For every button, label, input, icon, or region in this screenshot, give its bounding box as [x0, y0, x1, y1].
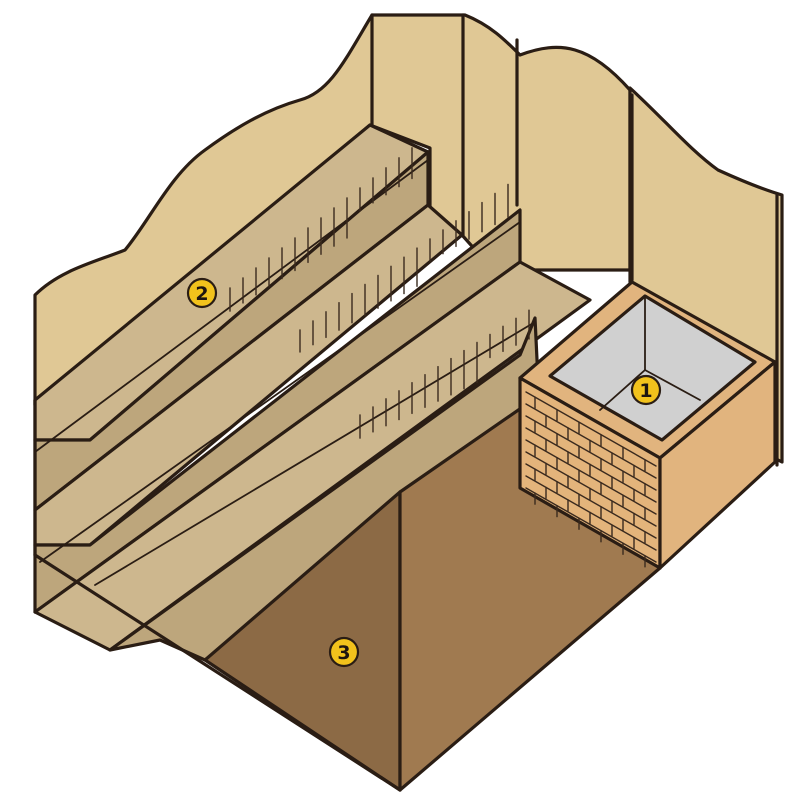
middle-bench-front [33, 208, 522, 614]
left-wall [33, 13, 632, 407]
marker-stove: 1 [630, 374, 662, 406]
stove-stone-basin [548, 294, 757, 442]
marker-bench: 2 [186, 277, 218, 309]
marker-floor: 3 [328, 636, 360, 668]
svg-text:1: 1 [639, 380, 652, 402]
svg-text:2: 2 [195, 283, 208, 305]
svg-text:3: 3 [337, 642, 350, 664]
bench-slat-hatching [229, 147, 530, 439]
stove-brick-pattern [525, 391, 657, 568]
stove-side [658, 360, 777, 570]
